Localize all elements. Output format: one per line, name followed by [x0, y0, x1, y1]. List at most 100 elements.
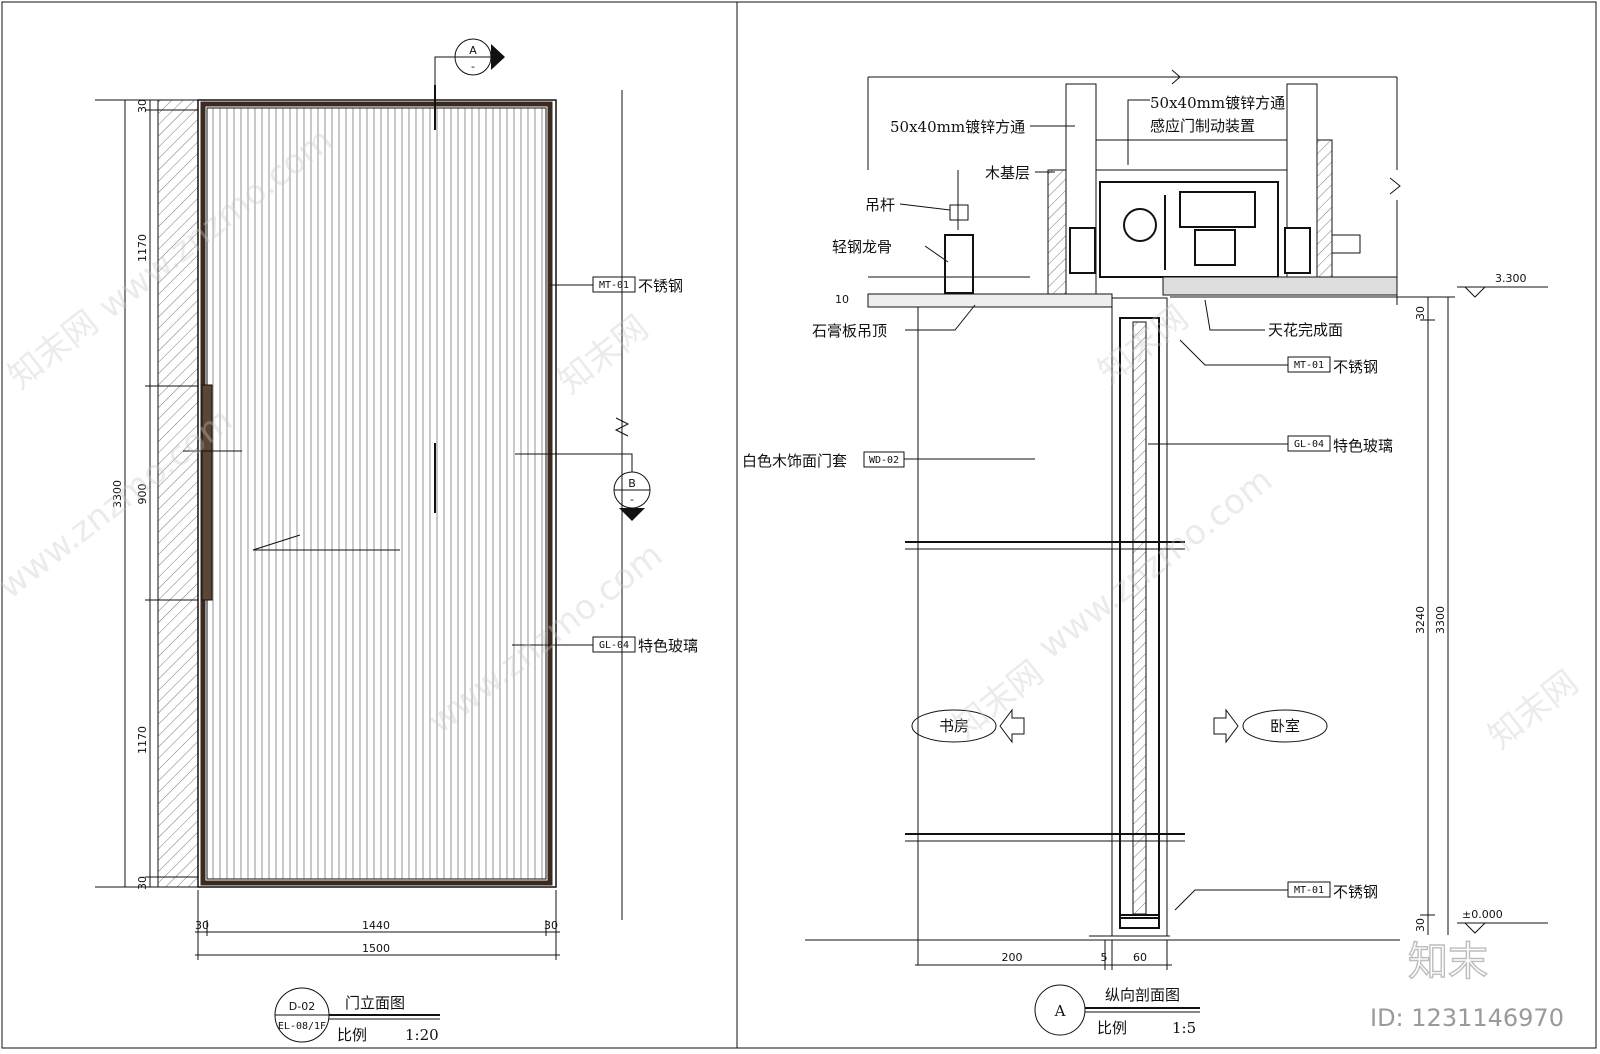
callout-mt-top-text: 不锈钢 — [1333, 358, 1378, 376]
elev-top-value: 3.300 — [1495, 272, 1527, 285]
title-tag-top: D-02 — [289, 1000, 315, 1013]
dim-v-1: 30 — [136, 99, 149, 113]
door-handle — [201, 384, 213, 601]
callout-wd-code: WD-02 — [869, 455, 899, 466]
swing-mark — [252, 534, 400, 551]
section-a-arrow — [491, 44, 505, 70]
callout-mt-bottom-code: MT-01 — [1294, 885, 1324, 896]
dim-b-200: 200 — [1002, 951, 1023, 964]
door-motor — [1179, 191, 1256, 228]
label-gypsum: 石膏板吊顶 — [812, 322, 887, 340]
wm-brand-5: 知末网 — [1481, 663, 1586, 757]
leader-mt-top — [1179, 339, 1288, 366]
title-tag-bottom: EL-08/1F — [278, 1021, 326, 1032]
section-a-leader — [434, 56, 455, 85]
right-break — [1389, 177, 1401, 195]
dim-v-total: 3300 — [111, 480, 124, 508]
room-left-bubble — [911, 709, 997, 743]
leader-keel — [924, 245, 949, 263]
right-scale-label: 比例 — [1097, 1019, 1127, 1037]
right-title: 纵向剖面图 — [1105, 986, 1180, 1004]
door-elevation: A - B - MT-01 不锈钢 GL-04 特色玻璃 30 1170 900… — [95, 38, 698, 1044]
left-scale-value: 1:20 — [405, 1026, 439, 1044]
wood-base-right — [1316, 139, 1333, 296]
door-bottom-rail — [1119, 914, 1160, 929]
door-gear — [1194, 229, 1236, 266]
leader-ceiling-finish — [1204, 299, 1265, 331]
leader-gypsum — [905, 304, 976, 331]
door-device-housing — [1099, 181, 1279, 278]
left-scale-label: 比例 — [337, 1026, 367, 1044]
section-b-label: B — [628, 477, 636, 490]
title-tag-right-label: A — [1054, 1002, 1066, 1020]
dim-v-4: 1170 — [136, 726, 149, 754]
door-frame-outer — [197, 99, 557, 888]
steel-keel — [944, 234, 974, 294]
wm-brand-2: 知末网 — [551, 308, 656, 402]
door-leaf-frame — [1119, 317, 1160, 919]
block-right — [1284, 227, 1311, 274]
block-left — [1069, 227, 1096, 274]
dim-r-3240: 3240 — [1414, 606, 1427, 634]
label-wood-base: 木基层 — [985, 164, 1030, 182]
callout-gl-text: 特色玻璃 — [638, 637, 698, 655]
dim-r-3300: 3300 — [1434, 606, 1447, 634]
slab-break — [1171, 69, 1181, 85]
ceiling-finish-board — [1162, 276, 1398, 296]
callout-gl-box-right — [1287, 435, 1331, 452]
label-keel: 轻钢龙骨 — [832, 238, 892, 256]
callout-gl-code-right: GL-04 — [1294, 439, 1324, 450]
wood-base-left — [1047, 169, 1067, 296]
dim-v-3: 900 — [136, 484, 149, 505]
wm-brand-1: 知末网 — [1, 303, 106, 397]
arrow-right — [1213, 708, 1239, 744]
wm-site-4: www.znzmo.com — [1031, 460, 1280, 667]
section-b-dash: - — [630, 493, 634, 506]
brand-logo: 知末 — [1408, 939, 1488, 985]
wall-hatch — [157, 99, 199, 888]
tube-top — [1095, 139, 1288, 171]
label-tube-left: 50x40mm镀锌方通 — [890, 118, 1025, 136]
dim-v-5: 30 — [136, 876, 149, 890]
leader-hanger — [899, 203, 951, 211]
elev-bottom-symbol — [1464, 922, 1486, 934]
label-tube-right: 50x40mm镀锌方通 — [1150, 94, 1285, 112]
dim-h-2: 1440 — [362, 919, 390, 932]
dim-h-1: 30 — [195, 919, 209, 932]
glass-gl04 — [1132, 321, 1147, 915]
dim-h-3: 30 — [544, 919, 558, 932]
room-right: 卧室 — [1270, 717, 1300, 735]
elev-bottom-value: ±0.000 — [1462, 908, 1503, 921]
arrow-left — [999, 708, 1025, 744]
callout-mt-code: MT-01 — [599, 280, 629, 291]
label-ceiling-finish: 天花完成面 — [1268, 321, 1343, 339]
image-id: ID: 1231146970 — [1370, 1004, 1564, 1032]
section-b-arrow — [619, 508, 645, 521]
section-b-leader — [570, 453, 633, 472]
callout-mt-bottom-text: 不锈钢 — [1333, 883, 1378, 901]
gypsum-board — [867, 293, 1113, 308]
leader-device — [1127, 99, 1150, 165]
room-left: 书房 — [939, 717, 969, 735]
callout-gl-box — [592, 636, 636, 653]
dim-r-30b: 30 — [1414, 918, 1427, 932]
elev-top-symbol — [1464, 286, 1486, 298]
label-door-frame: 白色木饰面门套 — [742, 452, 847, 470]
label-door-device: 感应门制动装置 — [1150, 117, 1255, 135]
callout-gl-text-right: 特色玻璃 — [1333, 437, 1393, 455]
label-hanger: 吊杆 — [865, 196, 895, 214]
dim-10: 10 — [835, 293, 849, 306]
door-section: 50x40mm镀锌方通 50x40mm镀锌方通 感应门制动装置 木基层 吊杆 轻… — [742, 69, 1548, 1037]
section-a-label: A — [469, 44, 477, 57]
fluted-glass-panel — [206, 107, 547, 880]
wm-brand-4: 知末网 — [946, 653, 1051, 747]
break-mark — [614, 417, 630, 437]
callout-mt-bottom-box — [1287, 881, 1331, 898]
callout-mt-box — [592, 276, 636, 293]
callout-mt-top-box — [1287, 356, 1331, 373]
dim-b-5: 5 — [1101, 951, 1108, 964]
block-far-right — [1331, 234, 1361, 254]
right-scale-value: 1:5 — [1172, 1019, 1196, 1037]
leader-mt-bottom — [1174, 889, 1288, 911]
